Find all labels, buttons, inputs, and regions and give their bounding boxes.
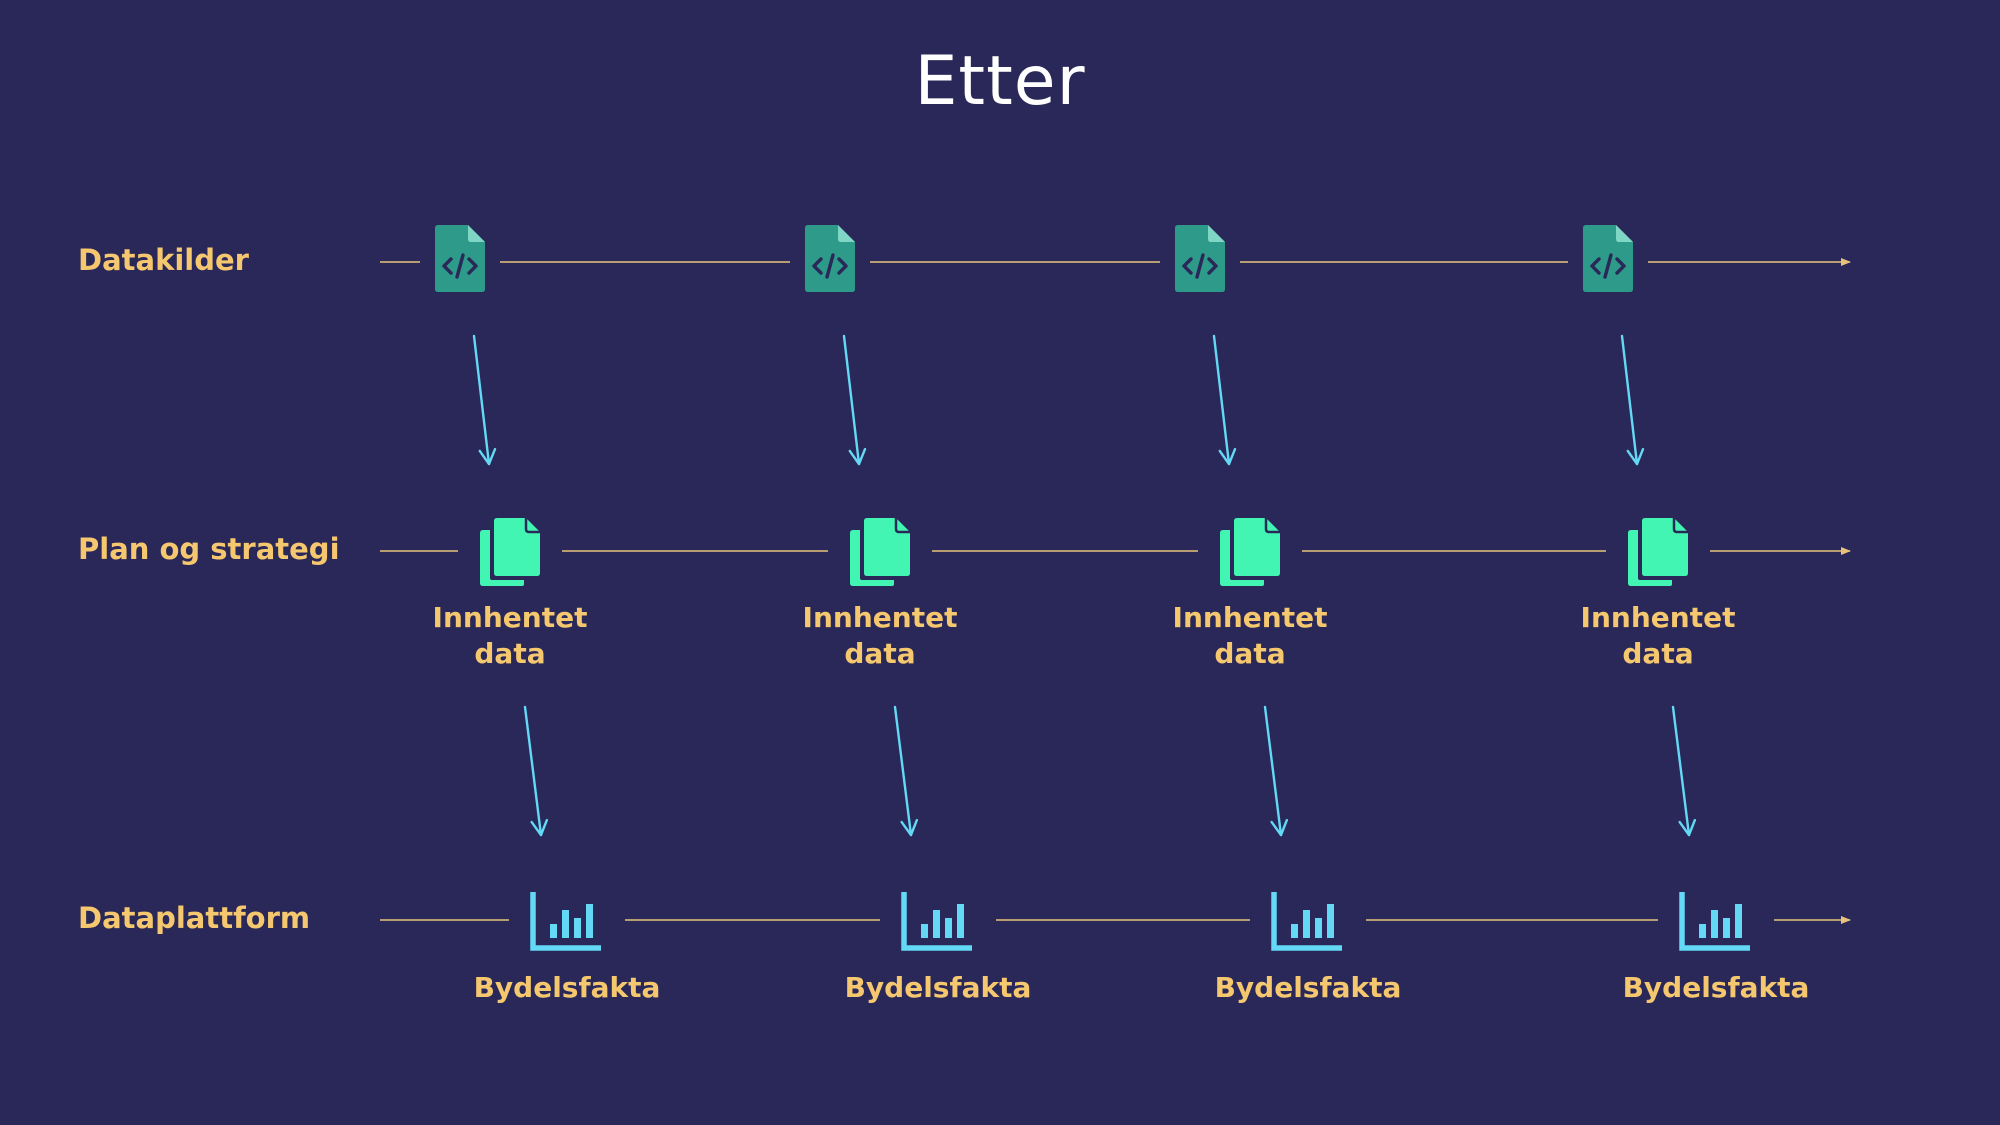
code-file-icon: [435, 225, 485, 292]
flow-arrow: [523, 705, 549, 837]
flow-arrow: [472, 334, 497, 466]
flow-arrow: [1212, 334, 1237, 466]
node-label-line: Innhentet: [802, 601, 958, 634]
documents-icon: [480, 518, 540, 586]
node-label-line: data: [1214, 637, 1286, 670]
node-label-line: Innhentet: [1580, 601, 1736, 634]
code-file-icon: [1175, 225, 1225, 292]
node-label-line: data: [844, 637, 916, 670]
row-label-dataplattform: Dataplattform: [78, 901, 311, 935]
code-file-icon: [805, 225, 855, 292]
flow-arrow: [1263, 705, 1289, 837]
documents-icon: [1220, 518, 1280, 586]
node-label-bydelsfakta: Bydelsfakta: [844, 971, 1032, 1004]
flow-arrow: [893, 705, 919, 837]
node-label-line: data: [1622, 637, 1694, 670]
node-label-line: Innhentet: [1172, 601, 1328, 634]
node-label-line: data: [474, 637, 546, 670]
node-label-bydelsfakta: Bydelsfakta: [1214, 971, 1402, 1004]
documents-icon: [850, 518, 910, 586]
bar-chart-icon: [1271, 892, 1342, 951]
node-label-bydelsfakta: Bydelsfakta: [1622, 971, 1810, 1004]
flow-arrow: [1671, 705, 1697, 837]
bar-chart-icon: [901, 892, 972, 951]
row-label-datakilder: Datakilder: [78, 243, 249, 277]
row-label-plan-og-strategi: Plan og strategi: [78, 532, 340, 566]
node-label-line: Innhentet: [432, 601, 588, 634]
flow-arrow: [842, 334, 867, 466]
flow-arrow: [1620, 334, 1645, 466]
documents-icon: [1628, 518, 1688, 586]
node-label-bydelsfakta: Bydelsfakta: [473, 971, 661, 1004]
bar-chart-icon: [1679, 892, 1750, 951]
bar-chart-icon: [530, 892, 601, 951]
page-title: Etter: [914, 42, 1086, 121]
code-file-icon: [1583, 225, 1633, 292]
